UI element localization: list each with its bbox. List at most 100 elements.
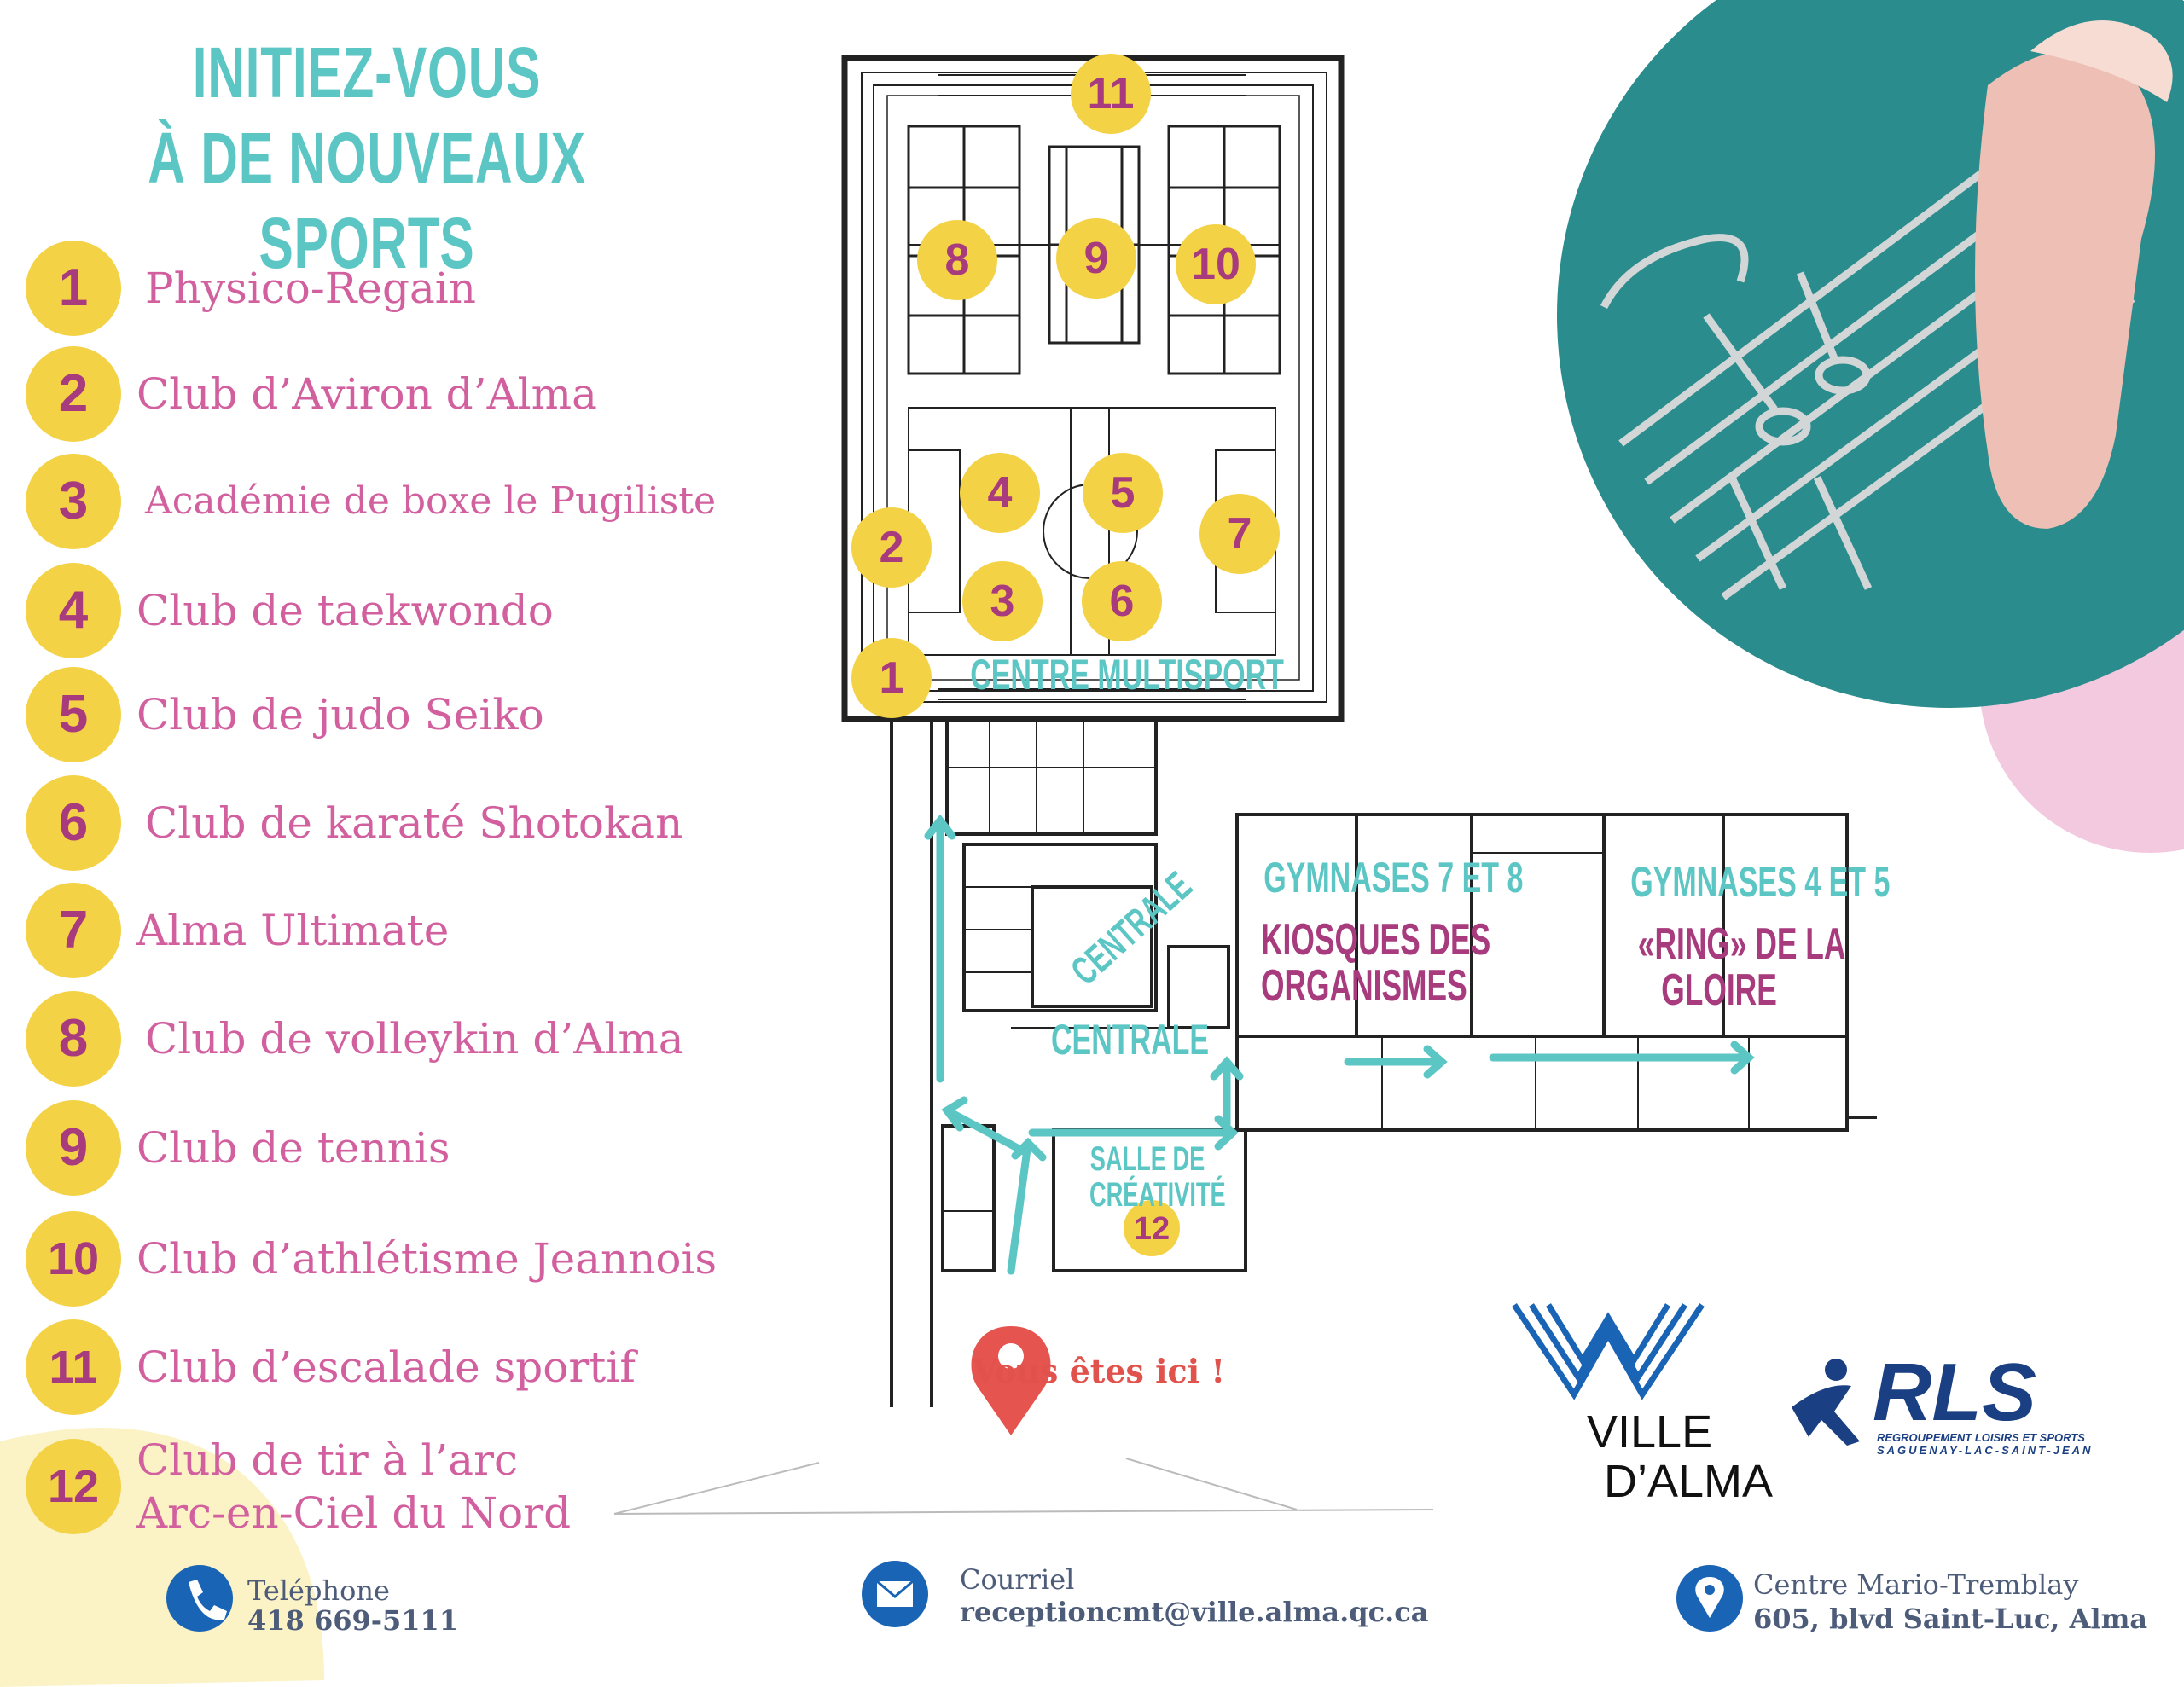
address-label: Centre Mario-Tremblay [1753, 1568, 2079, 1601]
legend-label: Club de tir à l’arc Arc-en-Ciel du Nord [136, 1434, 571, 1539]
marker-label: 3 [990, 577, 1015, 626]
marker-9 [1056, 218, 1136, 299]
marker-label: 2 [879, 523, 904, 572]
number-badge: 3 [26, 453, 121, 549]
number-badge: 4 [26, 562, 121, 658]
tutu [2030, 20, 2173, 102]
legend-item: 4 Club de taekwondo [26, 561, 554, 659]
location-icon [1676, 1565, 1743, 1632]
marker-5 [1083, 453, 1163, 533]
marker-label: 5 [1110, 468, 1136, 518]
legend-item: 1 Physico-Regain [26, 239, 476, 337]
marker-6 [1082, 561, 1162, 641]
phone-icon [166, 1565, 233, 1632]
zone-centrale: CENTRALE [1051, 1016, 1210, 1064]
marker-label: 9 [1083, 234, 1109, 283]
marker-7 [1199, 494, 1280, 574]
zone-salle-line-1: SALLE DE [1089, 1140, 1205, 1178]
legend-label-line-2: Arc-en-Ciel du Nord [136, 1487, 572, 1538]
legend-item: 7 Alma Ultimate [26, 881, 449, 979]
ville-alma-logo-icon [1512, 1303, 1705, 1400]
legend-item: 6 Club de karaté Shotokan [26, 774, 682, 872]
legend-label: Alma Ultimate [136, 905, 450, 955]
legend-item: 8 Club de volleykin d’Alma [26, 989, 684, 1087]
legend-item: 9 Club de tennis [26, 1099, 450, 1197]
location-pin-icon [971, 1326, 1051, 1435]
legend-label: Club d’Aviron d’Alma [136, 368, 597, 419]
zone-salle-creativite: SALLE DE CRÉATIVITÉ [1089, 1140, 1226, 1214]
title-line-2: À DE NOUVEAUX SPORTS [148, 118, 586, 283]
zone-kiosques: KIOSQUES DES ORGANISMES [1261, 915, 1491, 1011]
legend-item: 5 Club de judo Seiko [26, 665, 544, 763]
marker-label: 1 [879, 653, 904, 703]
zone-ring-line-2: GLOIRE [1661, 965, 1777, 1015]
zone-salle-line-2: CRÉATIVITÉ [1089, 1176, 1226, 1214]
zone-ring-gloire: «RING» DE LA GLOIRE [1637, 919, 1846, 1015]
legend-label: Club de taekwondo [136, 585, 554, 635]
legend-label: Physico-Regain [145, 263, 476, 313]
email-label: Courriel [960, 1563, 1075, 1596]
route-arrows [924, 814, 1755, 1275]
legend-item: 11 Club d’escalade sportif [26, 1318, 636, 1416]
alma-line-1: VILLE [1587, 1406, 1713, 1458]
rls-subtitle-line-2: SAGUENAY-LAC-SAINT-JEAN [1877, 1444, 2094, 1457]
zone-ring-line-1: «RING» DE LA [1637, 919, 1846, 969]
marker-label: 4 [987, 468, 1013, 518]
marker-3 [962, 561, 1043, 641]
number-badge: 10 [26, 1210, 121, 1307]
number-badge: 8 [26, 990, 121, 1087]
marker-2 [851, 507, 932, 588]
phone-label: Teléphone [247, 1574, 390, 1607]
title-line-1: INITIEZ-VOUS [192, 32, 542, 113]
zone-gymnases-4-5: GYMNASES 4 ET 5 [1630, 858, 1891, 906]
mail-icon [862, 1561, 928, 1627]
number-badge: 11 [26, 1319, 121, 1415]
zone-kiosques-line-1: KIOSQUES DES [1261, 915, 1491, 965]
legend-item: 2 Club d’Aviron d’Alma [26, 345, 597, 443]
marker-1 [851, 638, 932, 718]
pointe-shoe [1975, 50, 2155, 529]
page-title: INITIEZ-VOUS À DE NOUVEAUX SPORTS [140, 30, 595, 286]
number-badge: 2 [26, 345, 121, 442]
marker-8 [917, 220, 997, 300]
zone-gymnases-7-8: GYMNASES 7 ET 8 [1263, 854, 1524, 901]
legend-label: Club de karaté Shotokan [145, 797, 683, 848]
number-badge: 12 [26, 1438, 121, 1534]
address-value: 605, blvd Saint-Luc, Alma [1753, 1603, 2148, 1635]
legend-item: 3 Académie de boxe le Pugiliste [26, 452, 716, 550]
legend-item: 10 Club d’athlétisme Jeannois [26, 1209, 717, 1307]
marker-label: 7 [1227, 509, 1252, 559]
rls-wordmark: RLS [1873, 1347, 2036, 1438]
email-value[interactable]: receptioncmt@ville.alma.qc.ca [960, 1596, 1429, 1628]
marker-label: 6 [1109, 577, 1135, 626]
marker-label: 11 [1087, 69, 1135, 119]
number-badge: 1 [26, 240, 121, 336]
you-are-here-label: Vous êtes ici ! [973, 1352, 1226, 1390]
ville-alma-wordmark: VILLE D’ALMA [1587, 1407, 1773, 1506]
rls-subtitle-line-1: REGROUPEMENT LOISIRS ET SPORTS [1877, 1431, 2085, 1444]
zone-centre-multisport: CENTRE MULTISPORT [970, 651, 1284, 699]
legend-item: 12 Club de tir à l’arc Arc-en-Ciel du No… [26, 1424, 571, 1548]
legend-label: Club de volleykin d’Alma [145, 1013, 684, 1064]
marker-label: 8 [944, 235, 970, 285]
phone-value[interactable]: 418 669-5111 [247, 1604, 459, 1637]
legend-label: Club d’escalade sportif [136, 1342, 636, 1392]
number-badge: 9 [26, 1099, 121, 1196]
number-badge: 5 [26, 666, 121, 762]
marker-11 [1071, 54, 1151, 134]
rls-subtitle: REGROUPEMENT LOISIRS ET SPORTS SAGUENAY-… [1877, 1431, 2093, 1457]
legend-label: Club de judo Seiko [136, 689, 544, 739]
marker-12 [1124, 1200, 1180, 1256]
marker-4 [960, 453, 1040, 533]
number-badge: 7 [26, 882, 121, 978]
marker-label: 10 [1191, 240, 1240, 289]
legend-label-line-1: Club de tir à l’arc [136, 1435, 519, 1485]
marker-label: 12 [1133, 1211, 1170, 1247]
legend-label: Club de tennis [136, 1122, 450, 1173]
legend-label: Académie de boxe le Pugiliste [145, 478, 717, 523]
zone-kiosques-line-2: ORGANISMES [1261, 961, 1467, 1011]
rls-runner-icon [1792, 1359, 1860, 1446]
number-badge: 6 [26, 774, 121, 871]
